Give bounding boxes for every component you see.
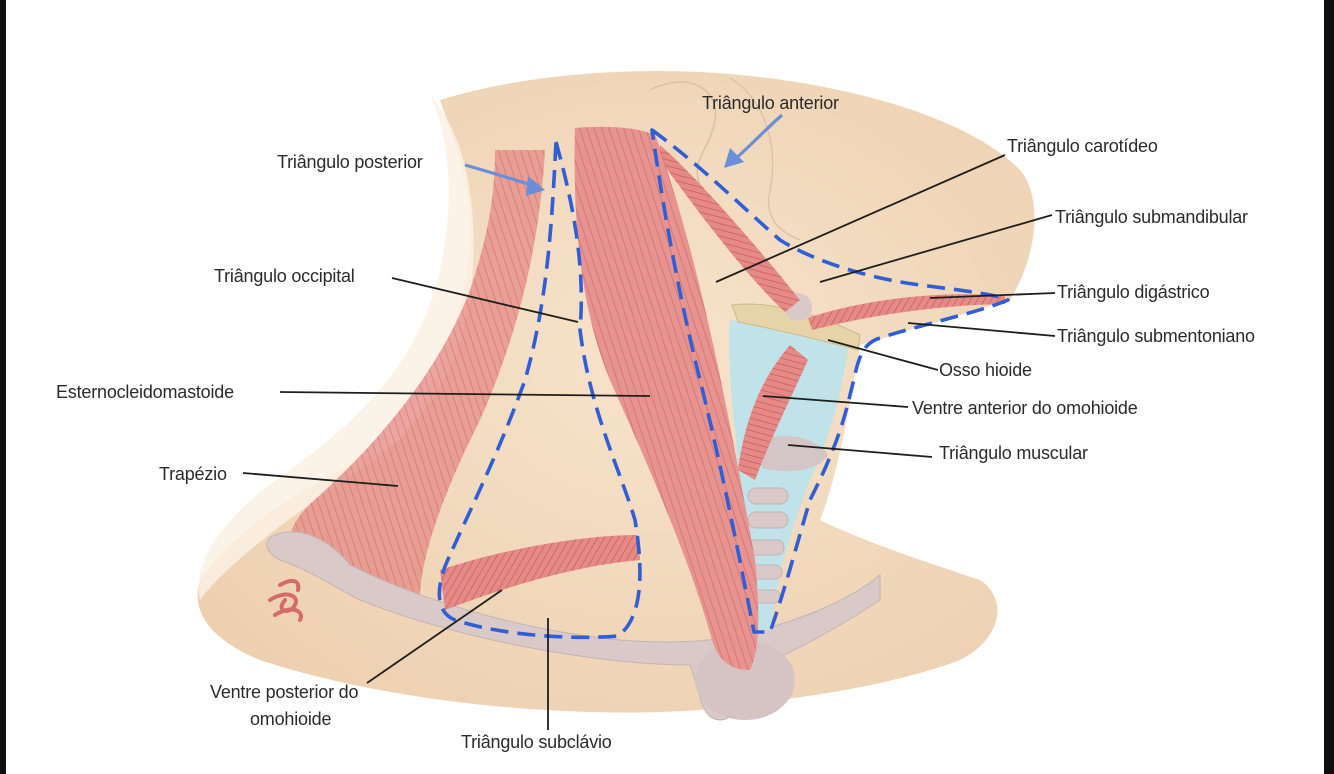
label-ventre-posterior-omohioide-2: omohioide <box>250 709 331 729</box>
label-triangulo-occipital: Triângulo occipital <box>214 266 355 286</box>
label-triangulo-subclavio: Triângulo subclávio <box>461 732 612 752</box>
label-trapezio: Trapézio <box>159 464 227 484</box>
label-triangulo-carotideo: Triângulo carotídeo <box>1007 136 1158 156</box>
label-triangulo-submandibular: Triângulo submandibular <box>1055 207 1248 227</box>
label-ventre-anterior-omohioide: Ventre anterior do omohioide <box>912 398 1138 418</box>
label-esternocleidomastoide: Esternocleidomastoide <box>56 382 234 402</box>
label-triangulo-anterior: Triângulo anterior <box>702 93 839 113</box>
label-osso-hioide: Osso hioide <box>939 360 1032 380</box>
label-triangulo-muscular: Triângulo muscular <box>939 443 1088 463</box>
label-ventre-posterior-omohioide-1: Ventre posterior do <box>210 682 358 702</box>
label-triangulo-submentoniano: Triângulo submentoniano <box>1057 326 1255 346</box>
label-triangulo-posterior: Triângulo posterior <box>277 152 423 172</box>
label-triangulo-digastrico: Triângulo digástrico <box>1057 282 1210 302</box>
